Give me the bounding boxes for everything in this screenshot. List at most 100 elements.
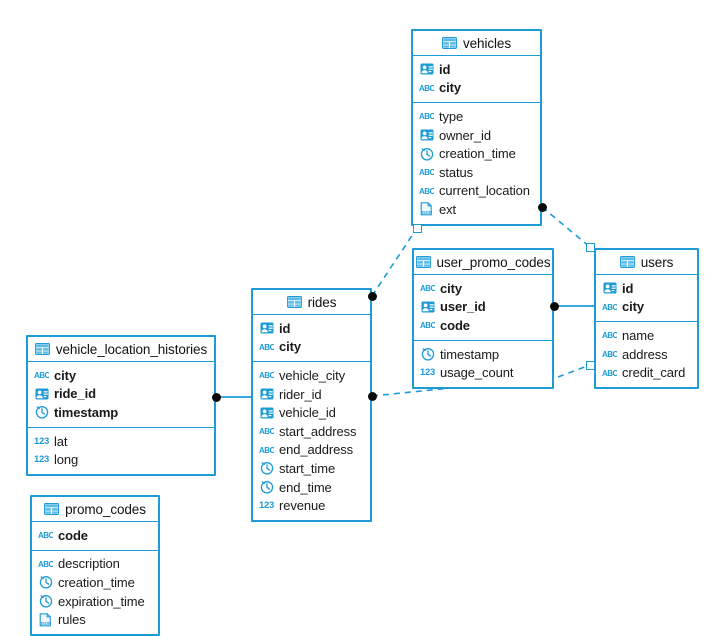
entity-header-vehicles[interactable]: vehicles [413, 31, 540, 56]
field-row[interactable]: ride_id [28, 385, 214, 404]
field-row[interactable]: ABC type [413, 107, 540, 126]
field-name: usage_count [440, 365, 514, 381]
abc-icon: ABC [602, 366, 617, 380]
field-row[interactable]: user_id [414, 298, 552, 317]
abc-icon: ABC [259, 340, 274, 354]
field-name: city [279, 339, 302, 355]
abc-icon: ABC [419, 184, 434, 198]
relationship-source-marker-dot [367, 391, 377, 401]
entity-header-rides[interactable]: rides [253, 290, 370, 315]
svg-text:ABC: ABC [419, 168, 434, 177]
field-name: status [439, 164, 474, 180]
field-row[interactable]: creation_time [413, 144, 540, 163]
svg-text:ABC: ABC [602, 303, 617, 312]
abc-icon: ABC [259, 368, 274, 382]
field-name: id [439, 61, 451, 77]
field-row[interactable]: owner_id [413, 126, 540, 145]
field-name: type [439, 108, 464, 124]
field-row[interactable]: ABC city [253, 338, 370, 357]
field-row[interactable]: start_time [253, 459, 370, 478]
relationship-edge-vehicles-users[interactable] [541, 206, 591, 248]
field-row[interactable]: timestamp [414, 345, 552, 364]
field-row[interactable]: ABC address [596, 345, 697, 364]
relationship-target-marker-square [585, 360, 595, 370]
entity-header-users[interactable]: users [596, 250, 697, 275]
field-row[interactable]: vehicle_id [253, 403, 370, 422]
field-row[interactable]: expiration_time [32, 592, 158, 611]
entity-title: vehicle_location_histories [55, 341, 208, 357]
field-row[interactable]: ABC status [413, 163, 540, 182]
clock-icon [259, 461, 274, 476]
svg-text:ABC: ABC [419, 112, 434, 121]
svg-text:ABC: ABC [38, 531, 53, 540]
id-card-icon [259, 321, 274, 335]
entity-title: rides [307, 294, 337, 310]
field-row[interactable]: creation_time [32, 573, 158, 592]
field-row[interactable]: rider_id [253, 385, 370, 404]
field-name: address [622, 346, 668, 362]
entity-title: users [640, 254, 674, 270]
svg-text:ABC: ABC [34, 371, 49, 380]
entity-header-promo_codes[interactable]: promo_codes [32, 497, 158, 522]
clock-icon [420, 347, 435, 361]
field-name: ride_id [54, 386, 96, 402]
relationship-edge-rides-vehicles[interactable] [371, 227, 418, 297]
field-row[interactable]: ABC city [414, 279, 552, 298]
relationship-target-marker-square [585, 242, 595, 252]
field-name: expiration_time [58, 593, 145, 609]
field-row[interactable]: end_time [253, 478, 370, 497]
field-name: creation_time [439, 146, 516, 162]
relationship-target-marker-square [412, 223, 422, 233]
field-name: city [622, 299, 645, 315]
abc-icon: ABC [419, 109, 434, 123]
entity-header-user_promo_codes[interactable]: user_promo_codes [414, 250, 552, 275]
svg-text:ABC: ABC [602, 350, 617, 359]
table-icon [34, 342, 50, 356]
entity-title: user_promo_codes [436, 254, 551, 270]
field-row[interactable]: id [253, 319, 370, 338]
field-name: rider_id [279, 386, 322, 402]
abc-icon: ABC [420, 281, 435, 295]
field-name: city [440, 280, 463, 296]
table-icon [44, 502, 60, 516]
field-row[interactable]: timestamp [28, 403, 214, 422]
field-row[interactable]: id [596, 279, 697, 298]
entity-header-vehicle_location_histories[interactable]: vehicle_location_histories [28, 337, 214, 362]
svg-text:ABC: ABC [602, 331, 617, 340]
field-row[interactable]: id [413, 60, 540, 79]
field-name: start_address [279, 423, 357, 439]
svg-text:ABC: ABC [420, 321, 435, 330]
id-card-icon [34, 387, 49, 401]
field-row[interactable]: ABC city [596, 298, 697, 317]
json-icon: JSON [419, 202, 434, 216]
